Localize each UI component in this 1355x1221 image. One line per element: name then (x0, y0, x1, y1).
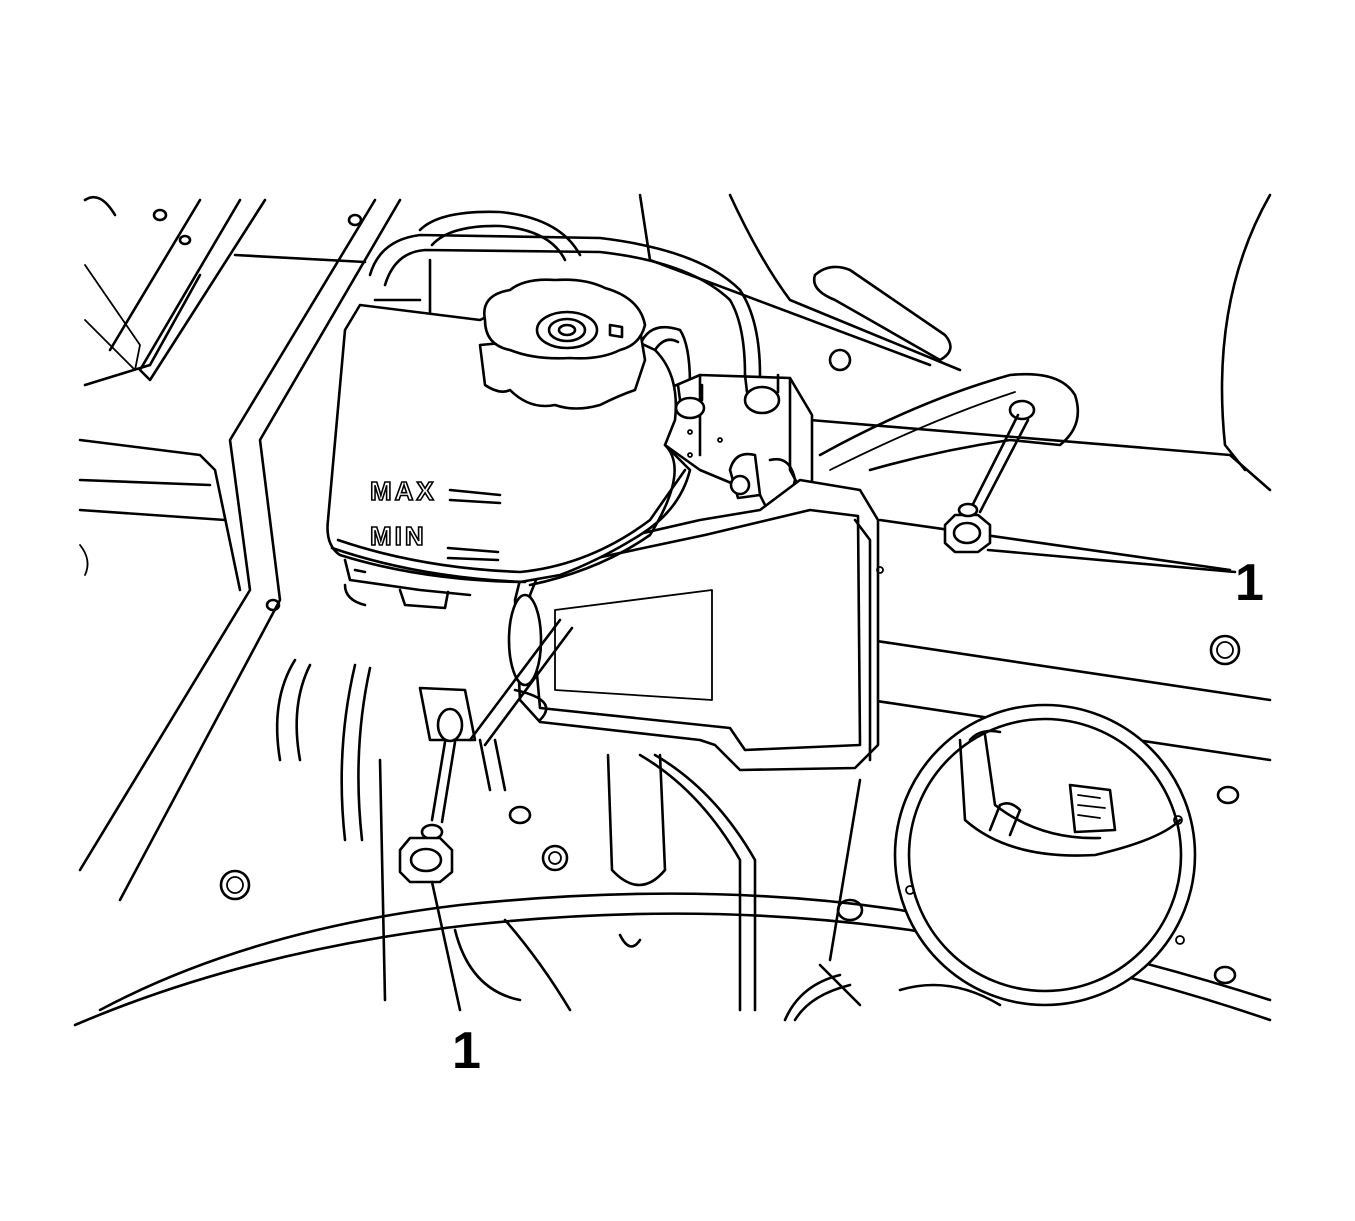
brake-booster (893, 703, 1197, 1007)
fastener-lower-left: 1 (398, 686, 481, 1080)
callout-label-bolt-upper: 1 (1235, 554, 1264, 612)
vehicle-body-structure (73, 193, 1272, 1027)
min-level-mark: MIN (370, 521, 427, 551)
max-level-mark: MAX (370, 476, 437, 506)
reservoir-cap (478, 278, 647, 410)
callout-label-bolt-lower: 1 (452, 1022, 481, 1080)
fastener-upper-right: 1 (943, 413, 1264, 612)
brake-pipes (368, 210, 762, 387)
valve-block (663, 373, 814, 517)
